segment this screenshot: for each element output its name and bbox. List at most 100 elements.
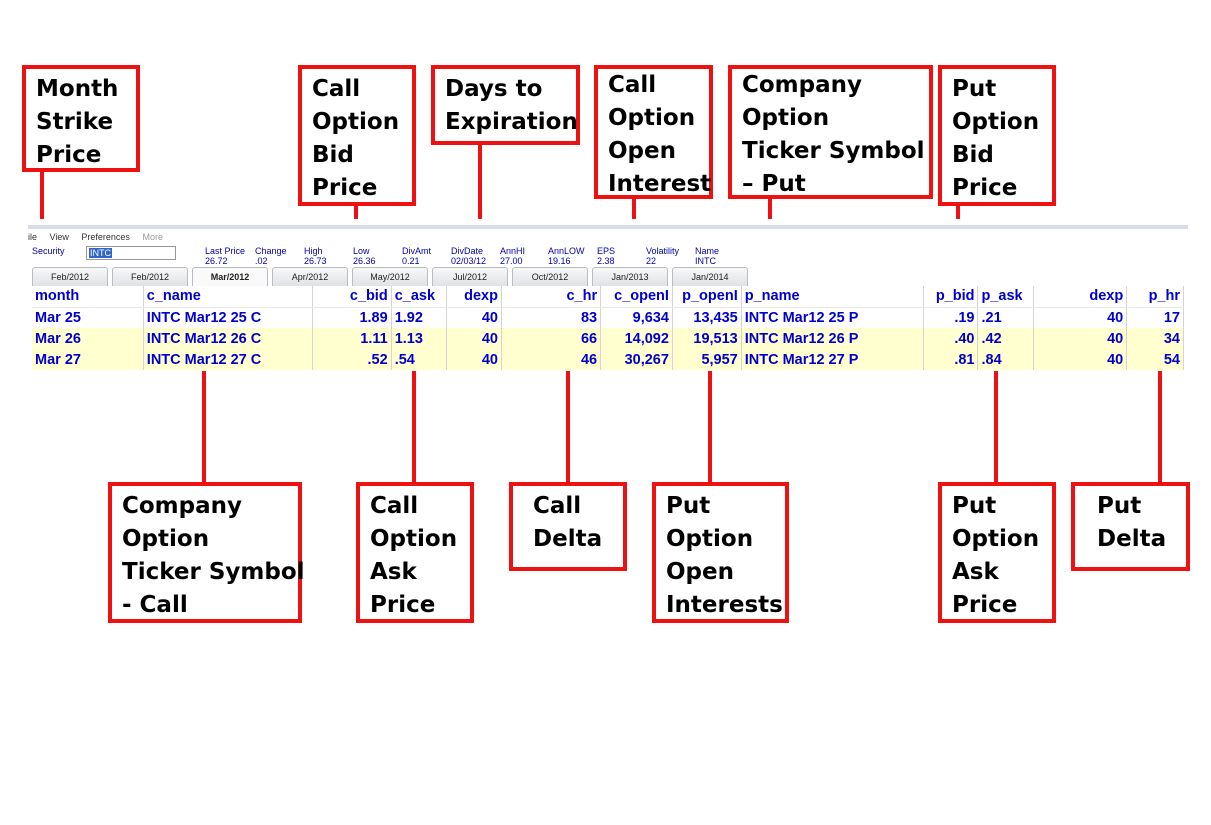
cell-c-openi: 14,092 [600, 328, 673, 349]
connector-put-ask [994, 368, 998, 482]
column-header-month[interactable]: month [32, 286, 144, 308]
security-value: INTC [89, 248, 112, 258]
menu-file[interactable]: ile [28, 232, 38, 242]
callout-call-open-interest: Call Option Open Interest [594, 65, 713, 199]
tab-expiry[interactable]: Jul/2012 [432, 267, 508, 286]
cell-p-openi: 5,957 [672, 349, 742, 370]
cell-dexp: 40 [446, 349, 502, 370]
stat-change: Change.02 [255, 246, 287, 266]
column-header-dexp-put[interactable]: dexp [1033, 286, 1128, 308]
tab-expiry[interactable]: Jan/2013 [592, 267, 668, 286]
stat-value: INTC [695, 256, 716, 266]
column-header-p-bid[interactable]: p_bid [923, 286, 979, 308]
callout-text: Ask [952, 559, 999, 585]
table-header-row: month c_name c_bid c_ask dexp c_hr c_ope… [32, 286, 1184, 308]
menu-view[interactable]: View [49, 232, 69, 242]
callout-days-expiration: Days to Expiration [431, 65, 580, 145]
stat-value: 22 [646, 256, 657, 266]
callout-text: Call [370, 493, 419, 519]
callout-text: Days to [445, 76, 543, 102]
column-header-c-bid[interactable]: c_bid [312, 286, 392, 308]
callout-call-delta: Call Delta [509, 482, 627, 571]
callout-text: Company [742, 72, 862, 98]
stat-value: 26.72 [205, 256, 228, 266]
stat-label: Low [353, 246, 370, 256]
tab-expiry-active[interactable]: Mar/2012 [192, 267, 268, 286]
cell-p-ask: .42 [977, 328, 1035, 349]
callout-text: Open [608, 138, 676, 164]
cell-month: Mar 27 [32, 349, 144, 370]
cell-p-bid: .81 [923, 349, 979, 370]
cell-p-ask: .21 [977, 307, 1035, 328]
connector-put-delta [1158, 368, 1162, 482]
callout-call-ticker: Company Option Ticker Symbol - Call [108, 482, 305, 623]
column-header-p-ask[interactable]: p_ask [977, 286, 1035, 308]
security-input[interactable]: INTC [86, 246, 176, 260]
menu-bar: ile View Preferences More [28, 232, 173, 244]
cell-c-bid: .52 [312, 349, 392, 370]
tab-expiry[interactable]: Oct/2012 [512, 267, 588, 286]
column-header-p-name[interactable]: p_name [741, 286, 924, 308]
cell-p-ask: .84 [977, 349, 1035, 370]
cell-p-hr: 17 [1126, 307, 1184, 328]
cell-dexp-put: 40 [1033, 307, 1128, 328]
callout-text: Strike [36, 109, 114, 135]
table-row[interactable]: Mar 25 INTC Mar12 25 C 1.89 1.92 40 83 9… [32, 307, 1184, 328]
connector-put-open-interest [708, 368, 712, 482]
stat-label: Volatility [646, 246, 680, 256]
callout-text: Ask [370, 559, 417, 585]
tab-expiry[interactable]: Feb/2012 [112, 267, 188, 286]
callout-text: Bid [952, 142, 994, 168]
menu-preferences[interactable]: Preferences [81, 232, 130, 242]
column-header-p-openi[interactable]: p_openI [672, 286, 742, 308]
callout-text: Open [666, 559, 734, 585]
cell-p-name: INTC Mar12 26 P [741, 328, 924, 349]
stat-value: 0.21 [402, 256, 420, 266]
callout-text: Price [952, 175, 1018, 201]
column-header-c-ask[interactable]: c_ask [391, 286, 448, 308]
stat-value: 27.00 [500, 256, 523, 266]
callout-text: Option [370, 526, 458, 552]
tab-expiry[interactable]: Jan/2014 [672, 267, 748, 286]
cell-p-openi: 19,513 [672, 328, 742, 349]
cell-p-name: INTC Mar12 25 P [741, 307, 924, 328]
column-header-p-hr[interactable]: p_hr [1126, 286, 1184, 308]
callout-text: – Put [742, 171, 806, 197]
callout-put-open-interest: Put Option Open Interests [652, 482, 789, 623]
stat-label: Change [255, 246, 287, 256]
column-header-dexp[interactable]: dexp [446, 286, 502, 308]
callout-text: Option [122, 526, 210, 552]
column-header-c-openi[interactable]: c_openI [600, 286, 673, 308]
cell-dexp-put: 40 [1033, 328, 1128, 349]
cell-dexp-put: 40 [1033, 349, 1128, 370]
connector-call-ask [412, 368, 416, 482]
cell-p-bid: .19 [923, 307, 979, 328]
callout-text: Call [312, 76, 361, 102]
cell-c-hr: 66 [501, 328, 602, 349]
tab-expiry[interactable]: Apr/2012 [272, 267, 348, 286]
cell-c-name: INTC Mar12 26 C [143, 328, 313, 349]
column-header-c-hr[interactable]: c_hr [501, 286, 602, 308]
cell-month: Mar 26 [32, 328, 144, 349]
callout-text: - Call [122, 592, 188, 618]
cell-p-bid: .40 [923, 328, 979, 349]
tab-expiry[interactable]: Feb/2012 [32, 267, 108, 286]
cell-p-hr: 34 [1126, 328, 1184, 349]
callout-text: Call [533, 493, 582, 519]
cell-p-hr: 54 [1126, 349, 1184, 370]
callout-text: Ticker Symbol [742, 138, 925, 164]
connector-call-ticker [202, 368, 206, 482]
table-row[interactable]: Mar 27 INTC Mar12 27 C .52 .54 40 46 30,… [32, 349, 1184, 370]
window-edge [28, 225, 1188, 229]
callout-text: Option [952, 109, 1040, 135]
tab-expiry[interactable]: May/2012 [352, 267, 428, 286]
menu-more[interactable]: More [142, 232, 163, 242]
column-header-c-name[interactable]: c_name [143, 286, 313, 308]
callout-text: Interest [608, 171, 712, 197]
table-row[interactable]: Mar 26 INTC Mar12 26 C 1.11 1.13 40 66 1… [32, 328, 1184, 349]
cell-c-name: INTC Mar12 27 C [143, 349, 313, 370]
